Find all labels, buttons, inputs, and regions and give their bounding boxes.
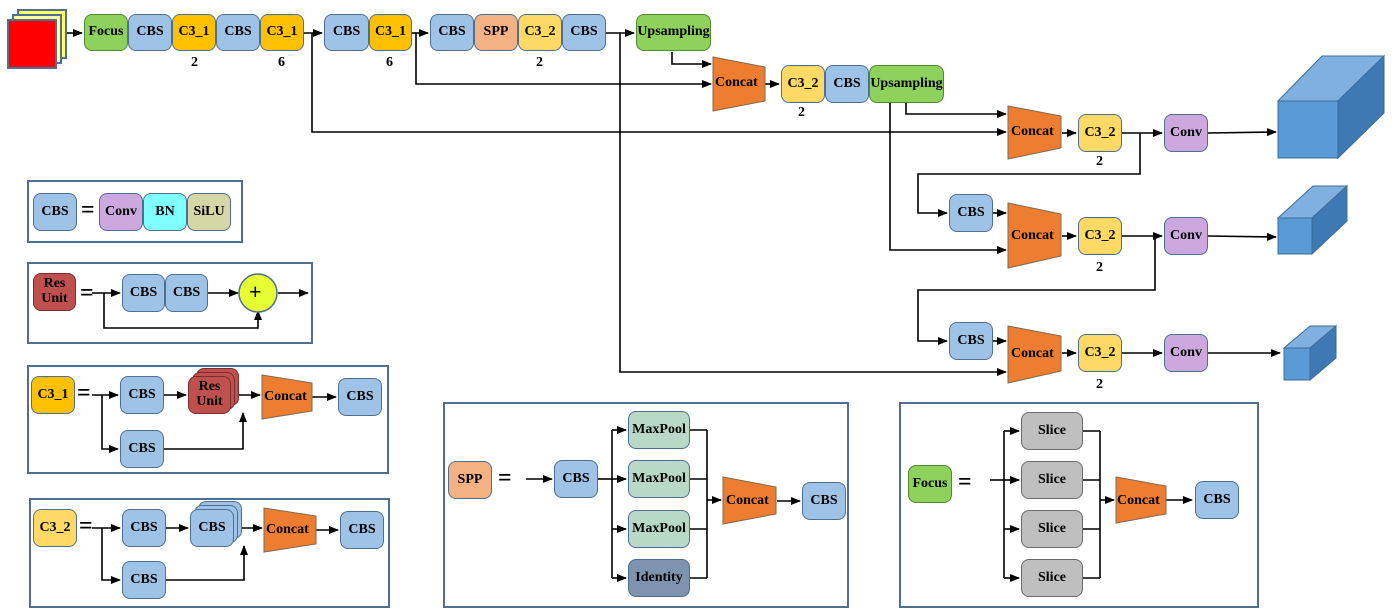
cbs-block: CBS [122, 509, 166, 547]
cbs-block: CBS [190, 509, 234, 547]
cbs-block: CBS [120, 430, 164, 468]
concat-shape [722, 476, 777, 525]
concat-label: Concat [726, 493, 769, 508]
c3-2-block: C3_2 [1078, 217, 1122, 255]
cbs-block: CBS [120, 376, 164, 414]
c3-2-legend-panel [29, 498, 390, 608]
concat-label: Concat [266, 522, 309, 537]
concat-shape [1007, 202, 1062, 269]
cbs-block: CBS [554, 460, 598, 498]
cbs-block: CBS [324, 14, 369, 51]
repeat-count: 6 [278, 55, 285, 70]
upsampling-block: Upsampling [636, 14, 711, 51]
repeat-count: 6 [386, 55, 393, 70]
identity-block: Identity [628, 559, 690, 597]
concat-label: Concat [715, 75, 758, 90]
concat-label: Concat [1011, 346, 1054, 361]
spp-legend-panel [443, 402, 849, 608]
maxpool-block: MaxPool [628, 510, 690, 548]
cbs-block: CBS [825, 65, 869, 103]
c3-1-legend-panel [27, 365, 389, 474]
repeat-count: 2 [1096, 154, 1103, 169]
slice-block: Slice [1021, 559, 1083, 597]
c3-1-block: C3_1 [172, 14, 216, 51]
upsampling-block: Upsampling [869, 65, 944, 103]
repeat-count: 2 [1096, 260, 1103, 275]
cbs-block: CBS [1195, 481, 1239, 519]
equals-sign: = [80, 280, 94, 306]
equals-sign: = [79, 513, 93, 539]
concat-shape [712, 56, 766, 112]
concat-label: Concat [264, 389, 307, 404]
focus-block: Focus [908, 465, 952, 503]
c3-2-block: C3_2 [1078, 334, 1122, 372]
c3-2-block: C3_2 [781, 65, 825, 103]
cbs-block: CBS [340, 511, 384, 549]
concat-shape [1115, 476, 1167, 524]
focus-legend-panel [899, 402, 1259, 608]
cbs-block: CBS [128, 14, 172, 51]
cbs-block: CBS [165, 274, 208, 312]
spp-block: SPP [474, 14, 518, 51]
concat-label: Concat [1011, 228, 1054, 243]
concat-shape [1007, 325, 1062, 384]
cbs-block: CBS [216, 14, 260, 51]
slice-block: Slice [1021, 510, 1083, 548]
c3-1-block: C3_1 [31, 376, 75, 414]
cbs-legend-panel [27, 180, 243, 243]
conv-block: Conv [1164, 217, 1208, 255]
c3-2-block: C3_2 [33, 509, 77, 547]
repeat-count: 2 [798, 105, 805, 120]
equals-sign: = [498, 465, 512, 491]
concat-label: Concat [1117, 493, 1160, 508]
equals-sign: = [81, 197, 95, 223]
output-large-icon [1276, 54, 1386, 160]
repeat-count: 2 [191, 55, 198, 70]
cbs-block: CBS [562, 14, 606, 51]
add-circle [238, 273, 278, 313]
equals-sign: = [958, 469, 972, 495]
conv-block: Conv [99, 193, 143, 231]
repeat-count: 2 [1096, 377, 1103, 392]
conv-block: Conv [1164, 114, 1208, 152]
c3-2-block: C3_2 [518, 14, 562, 51]
cbs-block: CBS [949, 322, 993, 360]
silu-block: SiLU [187, 193, 231, 231]
c3-1-block: C3_1 [369, 14, 412, 51]
cbs-block: CBS [430, 14, 474, 51]
res-unit-block: Res Unit [33, 273, 76, 311]
cbs-block: CBS [949, 194, 993, 232]
conv-block: Conv [1164, 334, 1208, 372]
cbs-block: CBS [33, 193, 77, 231]
c3-1-block: C3_1 [260, 14, 304, 51]
bn-block: BN [143, 193, 187, 231]
slice-block: Slice [1021, 461, 1083, 499]
spp-block: SPP [448, 461, 492, 499]
output-medium-icon [1276, 184, 1349, 256]
repeat-count: 2 [536, 55, 543, 70]
concat-shape [261, 374, 313, 420]
input-image-icon [7, 9, 67, 69]
concat-label: Concat [1011, 124, 1054, 139]
cbs-block: CBS [338, 378, 382, 416]
output-small-icon [1282, 324, 1338, 382]
c3-2-block: C3_2 [1078, 114, 1122, 152]
maxpool-block: MaxPool [628, 460, 690, 498]
slice-block: Slice [1021, 412, 1083, 450]
focus-block: Focus [84, 14, 128, 51]
cbs-block: CBS [122, 274, 165, 312]
concat-shape [1007, 105, 1062, 160]
concat-shape [263, 507, 317, 553]
cbs-block: CBS [122, 561, 166, 599]
cbs-block: CBS [802, 482, 846, 520]
res-unit-legend-panel [27, 262, 313, 344]
res-unit-block: Res Unit [188, 376, 231, 414]
add-icon: + [249, 279, 262, 304]
equals-sign: = [77, 380, 91, 406]
maxpool-block: MaxPool [628, 411, 690, 449]
